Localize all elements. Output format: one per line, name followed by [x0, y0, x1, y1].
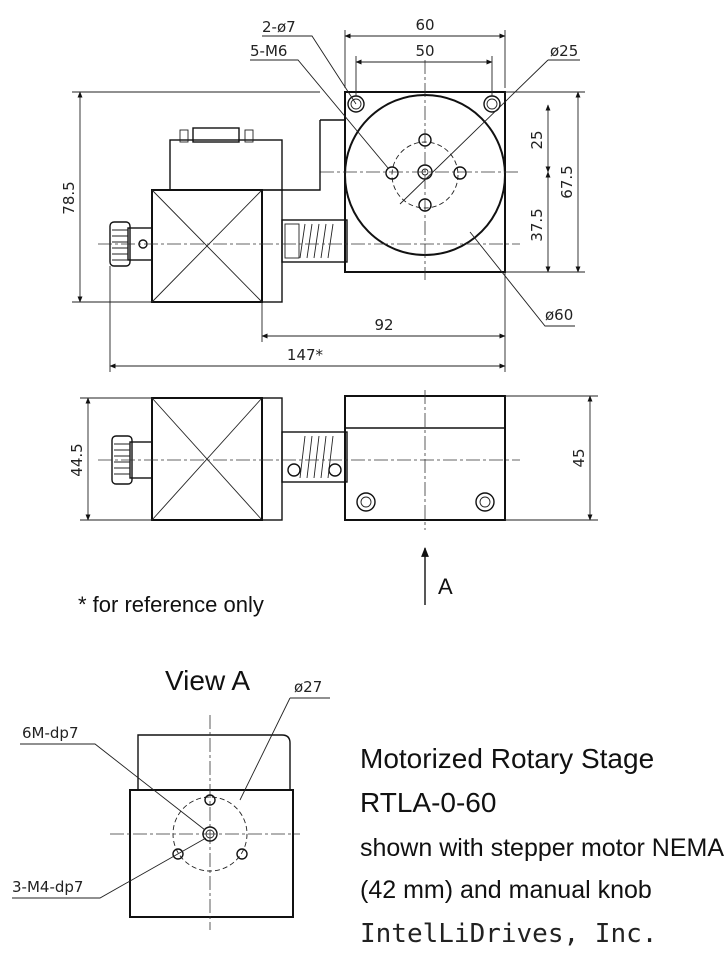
dim-37-5: 37.5	[528, 208, 546, 241]
dim-147: 147*	[287, 346, 324, 364]
view-a-arrow-label: A	[438, 574, 453, 599]
dim-5-m6: 5-M6	[250, 42, 287, 60]
caption-knob: (42 mm) and manual knob	[360, 876, 652, 904]
dim-50: 50	[415, 42, 434, 60]
caption-company: IntelLiDrives, Inc.	[360, 919, 657, 949]
reference-note: * for reference only	[78, 592, 264, 617]
coupling	[281, 219, 348, 263]
dim-92: 92	[374, 316, 393, 334]
dim-6m-dp7: 6M-dp7	[22, 724, 78, 742]
dim-25: 25	[528, 130, 546, 149]
dim-3-m4-dp7: 3-M4-dp7	[12, 878, 83, 896]
dim-o60: ø60	[545, 306, 573, 324]
caption: Motorized Rotary Stage RTLA-0-60 shown w…	[360, 743, 725, 949]
dim-67-5: 67.5	[558, 165, 576, 198]
dim-45: 45	[570, 448, 588, 467]
dim-o25: ø25	[550, 42, 578, 60]
caption-model: RTLA-0-60	[360, 787, 496, 818]
caption-motor: shown with stepper motor NEMA17	[360, 834, 725, 862]
side-view: 44.5 45 A	[68, 390, 598, 605]
dim-44-5: 44.5	[68, 443, 86, 476]
view-a-title: View A	[165, 665, 250, 696]
coupling-side	[281, 431, 348, 483]
dim-o27: ø27	[294, 678, 322, 696]
view-a-body	[129, 789, 294, 918]
connector-housing	[169, 139, 283, 191]
dim-78-5: 78.5	[60, 181, 78, 214]
top-view: 60 50 2-ø7 5-M6 ø25 25 67.5 37.5 78.5 ø6…	[60, 16, 585, 372]
dim-60: 60	[415, 16, 434, 34]
view-a: View A ø27 6M-dp7 3-M4-dp7	[12, 665, 330, 930]
dim-2-o7: 2-ø7	[262, 18, 296, 36]
caption-title: Motorized Rotary Stage	[360, 743, 654, 774]
